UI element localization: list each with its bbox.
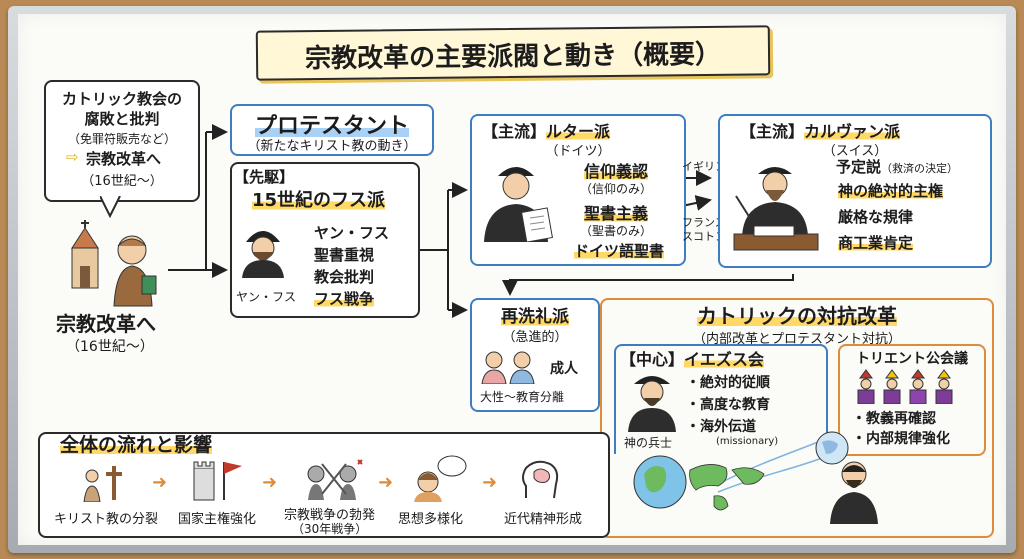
soldier-of-god-portrait [628, 376, 676, 432]
jesuit-item-3: ・海外伝道 [686, 419, 756, 435]
spread-france-1: フランス [682, 216, 726, 229]
calvin-item-1-sub: （救済の決定） [881, 162, 959, 175]
luther-item-1: 信仰義認 [584, 162, 649, 181]
spread-france-2: スコトン [682, 230, 726, 243]
council-bishops-icon [857, 369, 953, 404]
calvin-region: （スイス） [822, 144, 888, 159]
hus-title: 15世紀のフス派 [252, 190, 386, 211]
protestant-sub: （新たなキリスト教の動き） [247, 139, 417, 154]
anabaptist-note: 大性～教育分離 [480, 390, 565, 404]
flow-step-3: 宗教戦争の勃発 [284, 508, 376, 523]
monk-illustration [71, 220, 157, 307]
hus-tag: 【先駆】 [234, 168, 295, 186]
trent-item-1: ・教義再確認 [852, 411, 936, 427]
jan-hus-portrait [242, 231, 284, 278]
luther-item-3: ドイツ語聖書 [574, 242, 665, 260]
title-banner: 宗教改革の主要派閥と動き（概要） [255, 25, 771, 81]
jesuit-heading: 【中心】イエズス会 [620, 346, 764, 370]
calvin-item-2: 神の絶対的主権 [838, 182, 944, 200]
flow-step-3-sub: （30年戦争） [292, 522, 368, 536]
anabaptist-sub: （急進的） [502, 330, 568, 345]
bubble-tail [100, 196, 121, 218]
jesuit-missionary: (missionary) [716, 436, 779, 447]
jesuit-tag: 【中心】 [620, 350, 685, 369]
calvin-item-3: 厳格な規律 [838, 208, 914, 226]
luther-region: （ドイツ） [545, 144, 611, 159]
counter-sub: （内部改革とプロテスタント対抗） [692, 332, 901, 347]
luther-box: 【主流】ルター派 （ドイツ） 信仰義認 （信仰のみ） 聖書主義 （聖書のみ） ド… [470, 114, 686, 266]
luther-item-2: 聖書主義 [584, 204, 649, 223]
people-icon [481, 351, 535, 384]
protestant-box: プロテスタント （新たなキリスト教の動き） [230, 104, 434, 156]
trent-title: トリエント公会議 [856, 351, 968, 367]
start-sub: （16世紀～） [66, 339, 154, 355]
arrow-france [681, 195, 712, 211]
modern-mind-icon [522, 460, 559, 499]
flow-arrow-3: ➜ [378, 472, 394, 493]
flow-box: 全体の流れと影響 ➜ ➜ ➜ ➜ キリスト教の分裂 国家主権強化 [38, 432, 610, 538]
counter-reformation-box: カトリックの対抗改革 （内部改革とプロテスタント対抗） [600, 298, 994, 538]
anabaptist-title: 再洗礼派 [501, 307, 569, 327]
page-title: 宗教改革の主要派閥と動き（概要） [304, 39, 722, 75]
arrow-to-anabaptist-from-calvin [502, 274, 794, 296]
flow-arrow-2: ➜ [262, 472, 278, 493]
jesuit-box: 【中心】イエズス会 神の兵士 ・絶対的従順 ・高度な教育 ・海外伝道 (miss… [614, 344, 828, 454]
calvin-name: カルヴァン派 [804, 122, 901, 141]
flow-title: 全体の流れと影響 [60, 434, 213, 456]
state-sovereignty-icon [193, 461, 242, 501]
diverse-thought-icon [414, 455, 467, 502]
flow-arrow-4: ➜ [482, 472, 498, 493]
counter-title: カトリックの対抗改革 [697, 304, 897, 328]
connector-arrows [168, 124, 831, 493]
calvin-item-4: 商工業肯定 [838, 234, 914, 252]
calvin-box: 【主流】カルヴァン派 （スイス） 予定説（救済の決定） 神の絶対的主権 厳格な規… [718, 114, 992, 268]
luther-item-2-sub: （聖書のみ） [580, 224, 653, 238]
bubble-line4: 宗教改革へ [86, 150, 162, 168]
flow-arrow-1: ➜ [152, 472, 168, 493]
calvin-tag: 【主流】 [740, 122, 805, 141]
globe-icon [815, 431, 849, 465]
flow-step-5: 近代精神形成 [504, 512, 583, 527]
trent-item-2: ・内部規律強化 [852, 431, 950, 447]
religious-war-icon [307, 459, 363, 500]
jesuit-caption: 神の兵士 [624, 436, 673, 450]
luther-name: ルター派 [546, 122, 611, 141]
flow-step-4: 思想多様化 [398, 512, 464, 527]
hus-item-4: フス戦争 [314, 290, 375, 308]
bubble-line1: カトリック教会の [61, 90, 182, 108]
luther-tag: 【主流】 [482, 122, 547, 141]
start-label: 宗教改革へ [56, 312, 156, 336]
luther-heading: 【主流】ルター派 [482, 118, 611, 142]
flow-step-1: キリスト教の分裂 [54, 512, 159, 527]
luther-item-1-sub: （信仰のみ） [580, 182, 653, 196]
cross-split-icon [83, 466, 122, 502]
hus-item-3: 教会批判 [314, 268, 375, 286]
luther-portrait [484, 167, 553, 242]
spread-england: イギリン [682, 160, 726, 173]
hus-item-1: ヤン・フス [314, 224, 390, 242]
speech-bubble: カトリック教会の 腐敗と批判 （免罪符販売など） ⇨ 宗教改革へ （16世紀～） [44, 80, 200, 202]
bubble-line3: （免罪符販売など） [67, 132, 176, 146]
calvin-portrait [733, 167, 819, 251]
whiteboard: 宗教改革の主要派閥と動き（概要） カトリック教会の 腐敗と批判 （免罪符販売など… [18, 14, 1006, 545]
trent-box: トリエント公会議 ・教義再確認 ・内部規律強化 [838, 344, 986, 456]
anabaptist-adult: 成人 [550, 361, 578, 377]
jesuit-item-2: ・高度な教育 [686, 397, 770, 413]
world-map-illustration [633, 455, 765, 511]
calvin-heading: 【主流】カルヴァン派 [740, 118, 901, 142]
bubble-line5: （16世紀～） [81, 174, 163, 189]
bubble-line2: 腐敗と批判 [84, 110, 160, 128]
arrow-icon: ⇨ [66, 148, 79, 166]
hus-box: 【先駆】 15世紀のフス派 ヤン・フス ヤン・フス 聖書重視 教会批判 フス戦争 [230, 162, 420, 318]
hus-item-2: 聖書重視 [314, 246, 375, 264]
protestant-title: プロテスタント [254, 114, 409, 139]
jesuit-item-1: ・絶対的従順 [686, 375, 770, 391]
hus-portrait-caption: ヤン・フス [236, 290, 297, 304]
anabaptist-box: 再洗礼派 （急進的） 成人 大性～教育分離 [470, 298, 600, 412]
flow-step-2: 国家主権強化 [178, 512, 257, 527]
calvin-item-1: 予定説（救済の決定） [836, 158, 959, 176]
missionary-portrait [830, 461, 878, 524]
jesuit-name: イエズス会 [684, 350, 764, 369]
